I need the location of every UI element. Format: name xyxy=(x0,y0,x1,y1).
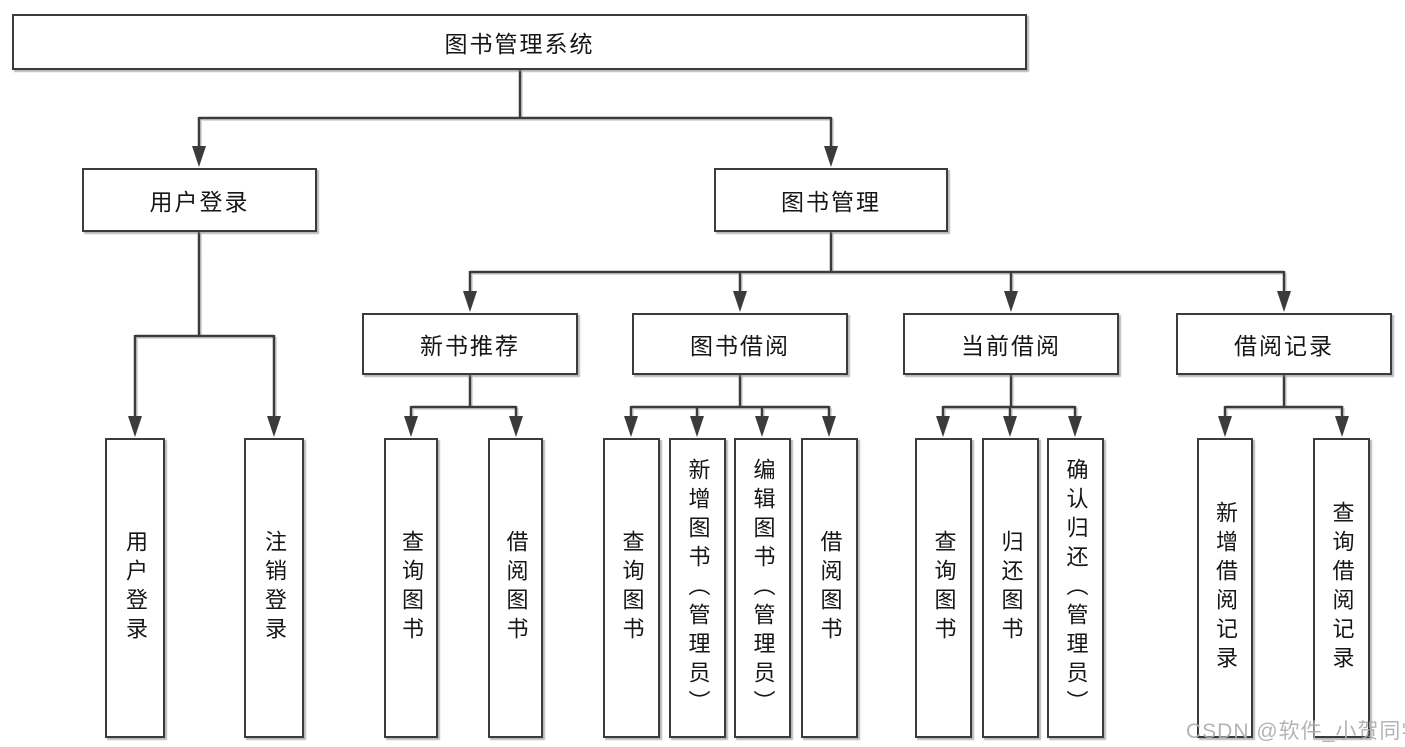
watermark-text: CSDN @软件_小贺同学 xyxy=(1186,720,1405,743)
node-return-books: 归还图书 xyxy=(982,438,1039,738)
node-label: 查询图书 xyxy=(399,530,424,646)
node-logout-leaf: 注销登录 xyxy=(244,438,304,738)
node-label: 借阅记录 xyxy=(1234,333,1334,359)
node-label: 用户登录 xyxy=(123,530,148,646)
node-label: 确认归还（管理员） xyxy=(1063,457,1089,719)
node-label: 用户登录 xyxy=(149,189,250,215)
node-query-books-borrow: 查询图书 xyxy=(603,438,660,738)
node-user-login-branch: 用户登录 xyxy=(82,168,317,232)
node-user-login-leaf: 用户登录 xyxy=(105,438,165,738)
node-label: 新增借阅记录 xyxy=(1213,501,1238,675)
node-label: 注销登录 xyxy=(262,530,287,646)
node-add-books-admin: 新增图书（管理员） xyxy=(669,438,726,738)
node-label: 新书推荐 xyxy=(420,333,520,359)
node-label: 借阅图书 xyxy=(817,530,843,646)
node-label: 编辑图书（管理员） xyxy=(750,457,776,719)
node-borrowing-records: 借阅记录 xyxy=(1176,313,1392,375)
node-book-management-branch: 图书管理 xyxy=(714,168,948,232)
node-library-management-system: 图书管理系统 xyxy=(12,14,1027,70)
node-add-borrow-record: 新增借阅记录 xyxy=(1197,438,1253,738)
node-label: 借阅图书 xyxy=(503,530,529,646)
node-edit-books-admin: 编辑图书（管理员） xyxy=(734,438,791,738)
node-current-borrowing: 当前借阅 xyxy=(903,313,1119,375)
node-label: 图书管理 xyxy=(781,189,881,215)
node-query-books-current: 查询图书 xyxy=(915,438,972,738)
node-label: 查询图书 xyxy=(931,530,957,646)
node-label: 归还图书 xyxy=(998,530,1024,646)
node-new-book-recommendation: 新书推荐 xyxy=(362,313,578,375)
node-borrow-books-recommend: 借阅图书 xyxy=(488,438,543,738)
node-query-borrow-record: 查询借阅记录 xyxy=(1313,438,1370,738)
node-label: 新增图书（管理员） xyxy=(685,457,711,719)
node-query-books-recommend: 查询图书 xyxy=(384,438,438,738)
node-book-borrowing: 图书借阅 xyxy=(632,313,848,375)
node-label: 当前借阅 xyxy=(961,333,1061,359)
arrowhead-icons xyxy=(128,146,1349,437)
node-label: 查询图书 xyxy=(619,530,645,646)
node-borrow-books-leaf: 借阅图书 xyxy=(801,438,858,738)
node-label: 图书借阅 xyxy=(690,333,790,359)
node-confirm-return-admin: 确认归还（管理员） xyxy=(1047,438,1104,738)
node-label: 查询借阅记录 xyxy=(1329,501,1355,675)
node-label: 图书管理系统 xyxy=(444,31,595,57)
